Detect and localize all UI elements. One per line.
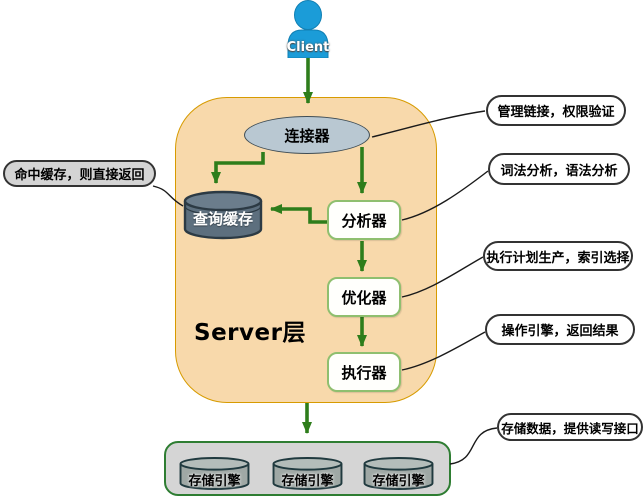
client-label: Client — [286, 40, 330, 55]
link-storage-note — [449, 427, 498, 465]
database-icon — [272, 457, 343, 490]
client-figure: Client — [285, 0, 331, 59]
storage-engine-cylinder: 存储引擎 — [272, 457, 343, 490]
callout-storage-text: 存储数据，提供读写接口 — [501, 420, 639, 436]
callout-executor-text: 操作引擎，返回结果 — [501, 324, 619, 339]
executor-node: 执行器 — [327, 352, 401, 392]
callout-analyzer-note: 词法分析，语法分析 — [488, 153, 630, 185]
executor-label: 执行器 — [341, 363, 387, 382]
connector-label: 连接器 — [284, 126, 330, 145]
callout-cache-hit-text: 命中缓存，则直接返回 — [14, 168, 145, 183]
storage-engine-cylinder: 存储引擎 — [179, 457, 250, 490]
server-layer-label: Server层 — [194, 320, 306, 346]
storage-engine-label: 存储引擎 — [372, 474, 425, 489]
callout-cache-hit: 命中缓存，则直接返回 — [3, 160, 156, 187]
storage-engine-label: 存储引擎 — [281, 474, 334, 489]
query-cache-label: 查询缓存 — [192, 210, 253, 228]
callout-executor-note: 操作引擎，返回结果 — [485, 314, 635, 345]
analyzer-label: 分析器 — [341, 211, 387, 230]
callout-storage-note: 存储数据，提供读写接口 — [497, 413, 643, 441]
callout-optimizer-text: 执行计划生产，索引选择 — [486, 250, 630, 266]
query-cache-node: 查询缓存 — [183, 190, 263, 240]
analyzer-node: 分析器 — [327, 200, 401, 240]
optimizer-label: 优化器 — [341, 288, 387, 307]
database-icon — [183, 190, 263, 240]
callout-analyzer-text: 词法分析，语法分析 — [500, 163, 618, 179]
callout-connector-text: 管理链接，权限验证 — [497, 105, 615, 120]
database-icon — [179, 457, 250, 490]
database-icon — [363, 457, 434, 490]
storage-engine-label: 存储引擎 — [188, 474, 241, 489]
storage-engine-cylinder: 存储引擎 — [363, 457, 434, 490]
callout-connector-note: 管理链接，权限验证 — [486, 95, 626, 126]
person-icon — [287, 0, 329, 59]
callout-optimizer-note: 执行计划生产，索引选择 — [483, 241, 633, 271]
optimizer-node: 优化器 — [327, 277, 401, 317]
connector-node: 连接器 — [244, 116, 370, 154]
